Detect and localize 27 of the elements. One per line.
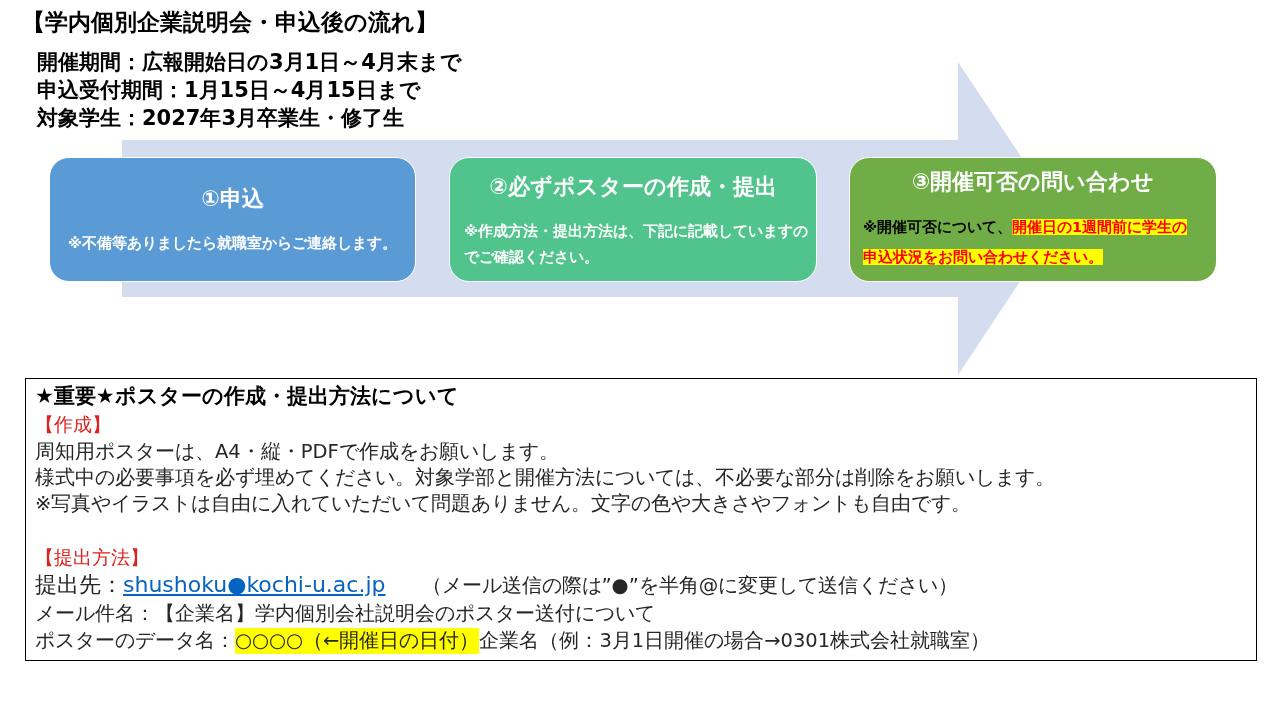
instruction-text: ※写真やイラストは自由に入れていただいて問題ありません。文字の色や大きさやフォントも自由です。 (35, 491, 972, 517)
step-note: ※作成方法・提出方法は、下記に記載していますのでご確認ください。 (464, 222, 809, 267)
step-box (449, 157, 817, 282)
info-line: 申込受付期間：1月15日～4月15日まで (37, 77, 421, 104)
instruction-text: メール件名：【企業名】学内個別会社説明会のポスター送付について (35, 601, 655, 627)
info-line: 対象学生：2027年3月卒業生・修了生 (37, 105, 405, 132)
note-text: （メール送信の際は”●”を半角@に変更して送信ください） (421, 573, 959, 599)
info-line: 開催期間：広報開始日の3月1日～4月末まで (37, 49, 462, 76)
panel-heading: ★重要★ポスターの作成・提出方法について (35, 383, 459, 410)
step-note: ※開催可否について、開催日の1週間前に学生の申込状況をお問い合わせください。 (863, 218, 1189, 267)
highlighted-text: ○○○○（←開催日の日付） (235, 628, 480, 654)
instruction-text: 様式中の必要事項を必ず埋めてください。対象学部と開催方法については、不必要な部分は削除をお願いします。 (35, 465, 1055, 491)
step-box (849, 157, 1217, 282)
page-title: 【学内個別企業説明会・申込後の流れ】 (22, 8, 438, 37)
step-note: ※不備等ありましたら就職室からご連絡します。 (67, 234, 398, 253)
email-link: shushoku●kochi-u.ac.jp (123, 571, 386, 599)
instruction-text: ポスターのデータ名： (35, 628, 235, 654)
instruction-text: 周知用ポスターは、A4・縦・PDFで作成をお願いします。 (35, 439, 559, 465)
step-title: ②必ずポスターの作成・提出 (489, 173, 777, 201)
step-box (49, 157, 416, 282)
step-title: ①申込 (201, 185, 264, 213)
instruction-text: 企業名（例：3月1日開催の場合→0301株式会社就職室） (479, 628, 991, 654)
field-label: 提出先： (35, 571, 123, 599)
section-heading: 【提出方法】 (35, 545, 149, 570)
section-heading: 【作成】 (35, 412, 111, 437)
info-panel (25, 378, 1257, 661)
step-title: ③開催可否の問い合わせ (911, 168, 1155, 196)
